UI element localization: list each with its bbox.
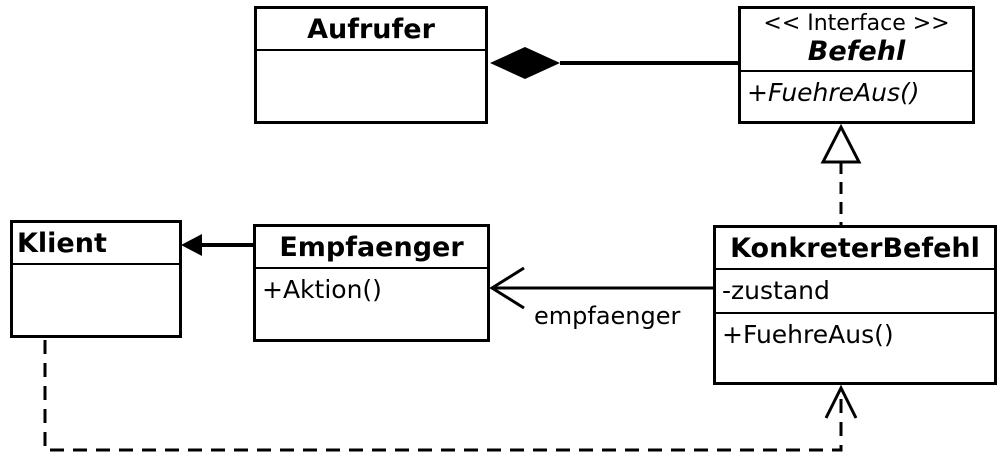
association-klient-empfaenger	[181, 234, 253, 256]
dependency-klient-konkreter-befehl	[43, 340, 858, 452]
attribute: -zustand	[722, 276, 830, 305]
class-body	[13, 265, 179, 277]
class-header: << Interface >> Befehl	[741, 9, 972, 72]
class-befehl-interface[interactable]: << Interface >> Befehl +FuehreAus()	[738, 6, 975, 124]
filled-arrow-icon	[181, 234, 202, 256]
class-name: Befehl	[807, 36, 906, 67]
composition-aufrufer-befehl	[490, 47, 738, 79]
class-name: Empfaenger	[256, 227, 487, 269]
open-arrow-icon	[489, 266, 525, 310]
class-body	[257, 51, 485, 63]
stereotype-label: << Interface >>	[763, 11, 950, 36]
association-label: empfaenger	[534, 302, 681, 330]
composition-diamond-icon	[490, 47, 560, 79]
association-empfaenger	[489, 266, 713, 310]
class-empfaenger[interactable]: Empfaenger +Aktion()	[253, 224, 490, 342]
class-name: Klient	[13, 223, 179, 265]
class-name: KonkreterBefehl	[716, 228, 994, 270]
inheritance-triangle-icon	[820, 123, 862, 164]
realization-konkreter-befehl	[820, 123, 862, 225]
class-aufrufer[interactable]: Aufrufer	[254, 6, 488, 124]
class-klient[interactable]: Klient	[10, 220, 182, 338]
open-arrow-icon	[824, 384, 858, 419]
class-name: Aufrufer	[257, 9, 485, 51]
class-konkreter-befehl[interactable]: KonkreterBefehl -zustand +FuehreAus()	[713, 225, 997, 385]
operation: +FuehreAus()	[716, 312, 994, 356]
operation: +Aktion()	[262, 275, 382, 304]
operation: +FuehreAus()	[747, 78, 920, 107]
